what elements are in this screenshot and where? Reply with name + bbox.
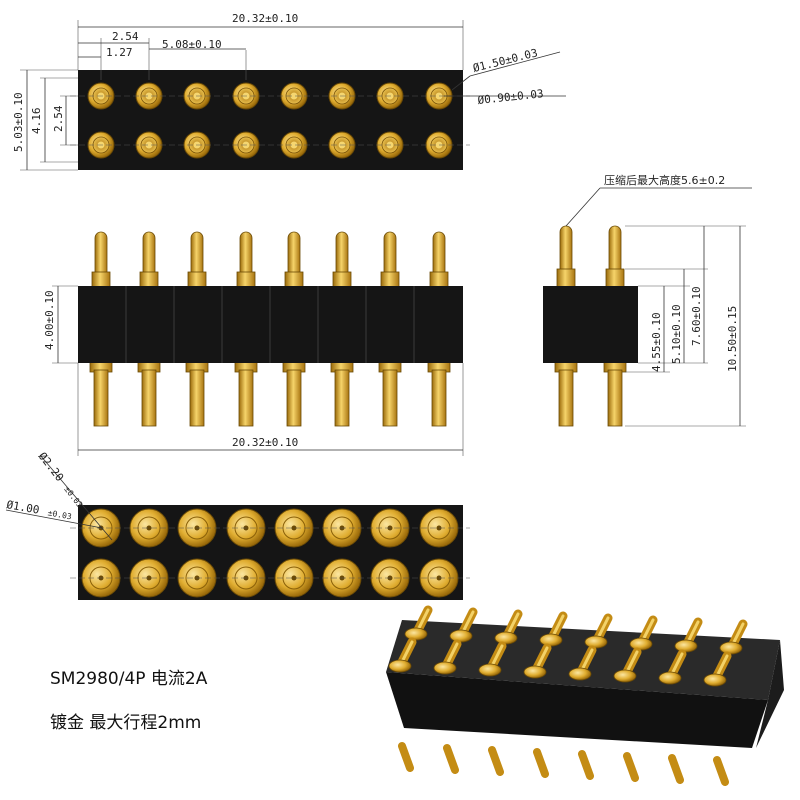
bottom-pad-center bbox=[291, 525, 297, 531]
side-view-body bbox=[543, 286, 638, 363]
iso-pin-collar bbox=[568, 667, 592, 681]
top-pad-center bbox=[290, 92, 298, 100]
iso-pin-collar bbox=[703, 673, 727, 687]
front-pin-tail bbox=[141, 369, 157, 427]
front-pin-tail bbox=[286, 369, 302, 427]
front-view-pins bbox=[89, 231, 451, 427]
front-overall-width-label: 20.32±0.10 bbox=[232, 436, 298, 449]
iso-pin-collar bbox=[523, 665, 547, 679]
iso-pin-collar bbox=[719, 641, 743, 655]
front-pin-barrel bbox=[429, 271, 449, 289]
compressed-height-note: 压缩后最大高度5.6±0.2 bbox=[604, 173, 725, 187]
top-half-pitch-label: 1.27 bbox=[106, 46, 133, 59]
side-dim-5-10: 5.10±0.10 bbox=[670, 304, 683, 364]
iso-pin-collar bbox=[404, 627, 428, 641]
iso-pins bbox=[388, 605, 748, 786]
bottom-inner-dia-tol: ±0.03 bbox=[47, 508, 72, 521]
iso-pin-collar bbox=[629, 637, 653, 651]
iso-pin-collar bbox=[478, 663, 502, 677]
bottom-pad-center bbox=[146, 575, 152, 581]
front-pin-tail bbox=[189, 369, 205, 427]
iso-pin-collar bbox=[584, 635, 608, 649]
front-pin-barrel bbox=[284, 271, 304, 289]
front-pin-barrel bbox=[139, 271, 159, 289]
iso-pin-tail bbox=[533, 748, 549, 778]
iso-pin-tail bbox=[713, 756, 729, 786]
side-view: 压缩后最大高度5.6±0.2 4.55±0.10 5.10±0.10 7.60±… bbox=[543, 173, 752, 427]
iso-pin-collar bbox=[494, 631, 518, 645]
pad-outer-dia-label: Ø1.50±0.03 bbox=[472, 46, 539, 75]
front-pin-tail bbox=[334, 369, 350, 427]
front-view: 4.00±0.10 20.32±0.10 bbox=[43, 231, 464, 456]
bottom-pad-center bbox=[146, 525, 152, 531]
iso-pin-collar bbox=[613, 669, 637, 683]
side-pin-tail bbox=[607, 369, 623, 427]
top-pad-center bbox=[145, 141, 153, 149]
bottom-outer-dia-label: Ø2.20 bbox=[36, 450, 67, 484]
top-view-body bbox=[78, 70, 463, 170]
bottom-outer-dia-tol: ±0.03 bbox=[62, 485, 84, 510]
front-pin-barrel bbox=[332, 271, 352, 289]
top-view: 20.32±0.10 2.54 1.27 5.08±0.10 Ø1.50±0.0… bbox=[12, 12, 566, 171]
top-view-pads bbox=[87, 82, 453, 159]
side-dim-4-55: 4.55±0.10 bbox=[650, 312, 663, 372]
front-pin-tail bbox=[431, 369, 447, 427]
caption-line-2: 镀金 最大行程2mm bbox=[50, 713, 202, 733]
iso-body-side bbox=[756, 640, 784, 748]
bottom-pad-center bbox=[291, 575, 297, 581]
iso-pin-tail bbox=[623, 752, 639, 782]
iso-pin-tail bbox=[488, 746, 504, 776]
front-pin-barrel bbox=[187, 271, 207, 289]
side-dim-7-60: 7.60±0.10 bbox=[690, 286, 703, 346]
row-span-label: 4.16 bbox=[30, 108, 43, 135]
front-pin-tail bbox=[238, 369, 254, 427]
top-pad-center bbox=[145, 92, 153, 100]
iso-body-front bbox=[386, 672, 768, 748]
iso-pin-collar bbox=[388, 659, 412, 673]
bottom-view: Ø2.20 ±0.03 Ø1.00 ±0.03 bbox=[5, 450, 470, 600]
top-pitch-label: 2.54 bbox=[112, 30, 139, 43]
row-pitch-label: 2.54 bbox=[52, 105, 65, 132]
iso-pin-collar bbox=[433, 661, 457, 675]
iso-pin-tail bbox=[398, 742, 414, 772]
iso-pin-tail bbox=[668, 754, 684, 784]
iso-pin-collar bbox=[449, 629, 473, 643]
front-pin-tail bbox=[382, 369, 398, 427]
top-overall-width-label: 20.32±0.10 bbox=[232, 12, 298, 25]
caption-line-1: SM2980/4P 电流2A bbox=[50, 669, 208, 689]
side-dim-10-50: 10.50±0.15 bbox=[726, 306, 739, 372]
iso-pin-collar bbox=[539, 633, 563, 647]
front-pin-barrel bbox=[91, 271, 111, 289]
front-pin-barrel bbox=[236, 271, 256, 289]
front-pin-tail bbox=[93, 369, 109, 427]
pad-inner-dia-label: Ø0.90±0.03 bbox=[477, 87, 544, 107]
isometric-view bbox=[386, 605, 784, 786]
iso-pin-tail bbox=[578, 750, 594, 780]
bottom-inner-dia-label: Ø1.00 bbox=[5, 498, 40, 517]
iso-pin-collar bbox=[674, 639, 698, 653]
top-pad-center bbox=[290, 141, 298, 149]
iso-pin-tail bbox=[443, 744, 459, 774]
side-view-pins bbox=[554, 225, 627, 427]
front-thickness-label: 4.00±0.10 bbox=[43, 290, 56, 350]
top-span-label: 5.08±0.10 bbox=[162, 38, 222, 51]
iso-pin-collar bbox=[658, 671, 682, 685]
side-pin-tail bbox=[558, 369, 574, 427]
body-height-label: 5.03±0.10 bbox=[12, 92, 25, 152]
front-pin-barrel bbox=[380, 271, 400, 289]
